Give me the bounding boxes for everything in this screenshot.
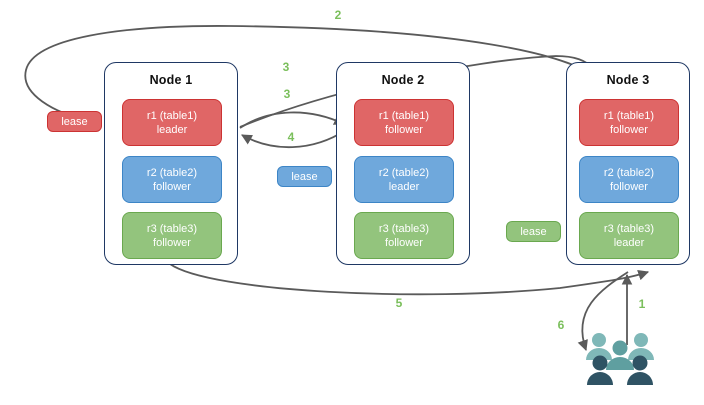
replica-name: r2 (table2)	[378, 166, 430, 179]
users-icon	[586, 333, 654, 385]
replica-name: r2 (table2)	[146, 166, 198, 179]
replica-role: leader	[613, 236, 645, 249]
replica-node2-r2[interactable]: r2 (table2) leader	[354, 156, 454, 203]
node-box-node-2[interactable]: Node 2 r1 (table1) follower r2 (table2) …	[336, 62, 470, 265]
edge-3-short	[239, 111, 345, 129]
node-box-node-3[interactable]: Node 3 r1 (table1) follower r2 (table2) …	[566, 62, 690, 265]
edge-label-4: 4	[287, 130, 295, 144]
replica-name: r3 (table3)	[146, 222, 198, 235]
lease-chip-r2: lease	[277, 166, 332, 187]
edge-label-3a: 3	[282, 60, 290, 74]
replica-name: r1 (table1)	[603, 109, 655, 122]
node-title-node-2: Node 2	[381, 73, 425, 87]
node-title-node-1: Node 1	[149, 73, 193, 87]
replica-role: leader	[388, 180, 420, 193]
replica-node2-r1[interactable]: r1 (table1) follower	[354, 99, 454, 146]
replica-node2-r3[interactable]: r3 (table3) follower	[354, 212, 454, 259]
node-title-node-3: Node 3	[606, 73, 650, 87]
replica-role: follower	[610, 180, 648, 193]
edge-5	[169, 263, 650, 296]
edge-label-2: 2	[334, 8, 342, 22]
replica-name: r2 (table2)	[603, 166, 655, 179]
edge-label-1: 1	[638, 297, 646, 311]
replica-role: follower	[153, 236, 191, 249]
replica-role: follower	[153, 180, 191, 193]
replica-node3-r3[interactable]: r3 (table3) leader	[579, 212, 679, 259]
replica-name: r1 (table1)	[146, 109, 198, 122]
node-box-node-1[interactable]: Node 1 r1 (table1) leader r2 (table2) fo…	[104, 62, 238, 265]
replica-node3-r1[interactable]: r1 (table1) follower	[579, 99, 679, 146]
replica-node3-r2[interactable]: r2 (table2) follower	[579, 156, 679, 203]
replica-name: r3 (table3)	[603, 222, 655, 235]
lease-chip-r1: lease	[47, 111, 102, 132]
replica-node1-r3[interactable]: r3 (table3) follower	[122, 212, 222, 259]
replica-role: follower	[385, 236, 423, 249]
replica-role: follower	[610, 123, 648, 136]
replica-role: follower	[385, 123, 423, 136]
replica-name: r3 (table3)	[378, 222, 430, 235]
replica-node1-r1[interactable]: r1 (table1) leader	[122, 99, 222, 146]
replica-name: r1 (table1)	[378, 109, 430, 122]
edge-label-3b: 3	[283, 87, 291, 101]
edge-label-5: 5	[395, 296, 403, 310]
lease-chip-r3: lease	[506, 221, 561, 242]
replica-role: leader	[156, 123, 188, 136]
replica-node1-r2[interactable]: r2 (table2) follower	[122, 156, 222, 203]
edge-label-6: 6	[557, 318, 565, 332]
